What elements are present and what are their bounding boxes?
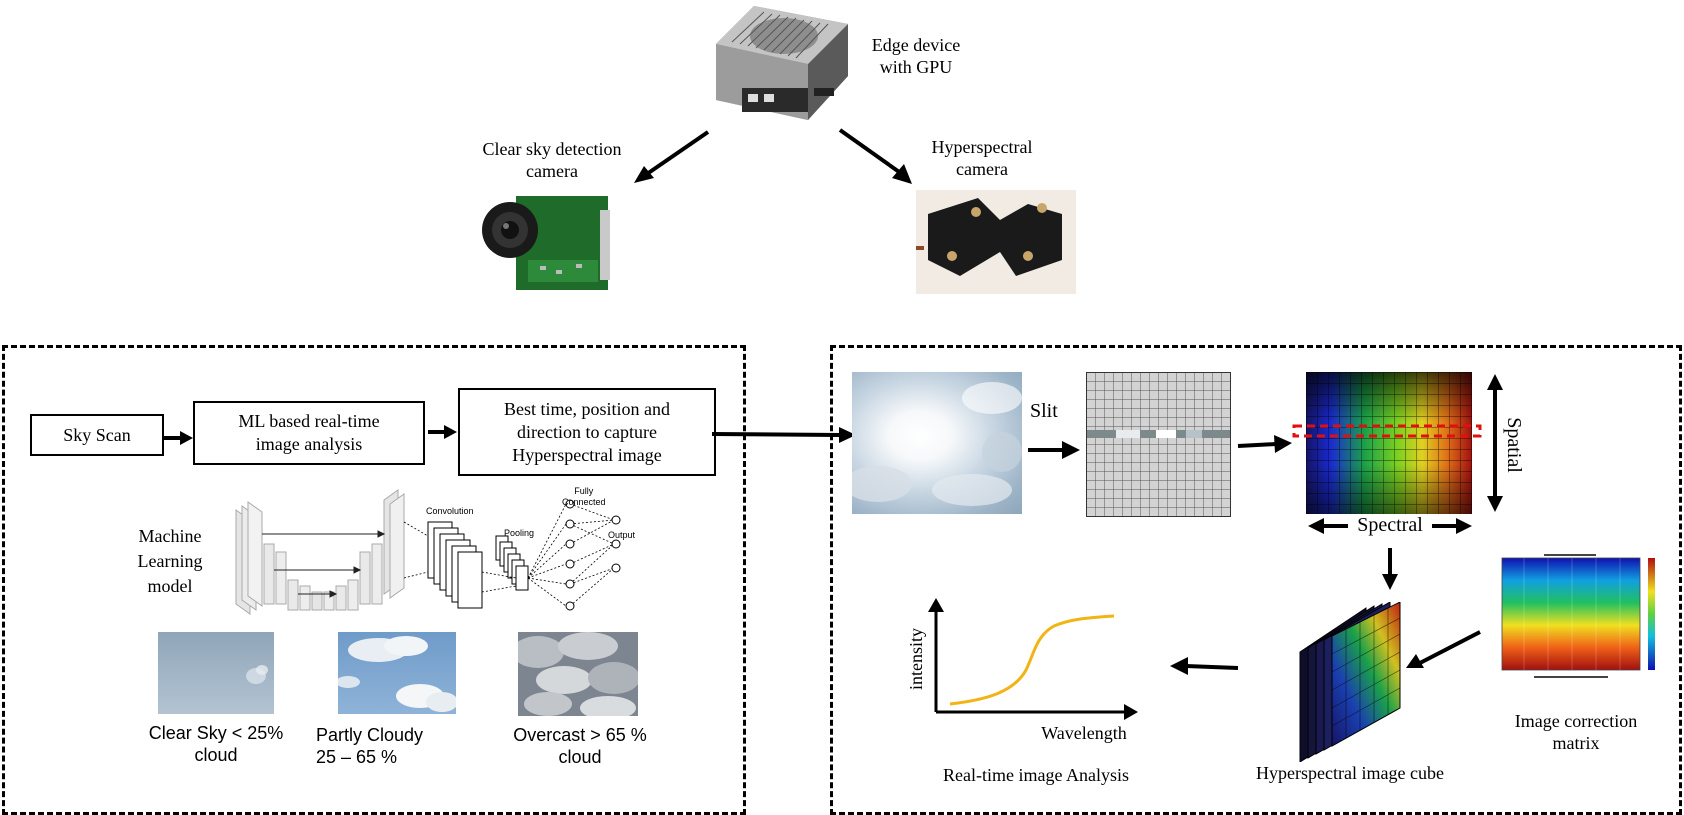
hyperspectral-cube-image: [1299, 602, 1401, 762]
sky-scan-box: Sky Scan: [30, 414, 164, 456]
wavelength-label: Wavelength: [1041, 723, 1127, 743]
best-time-label: Best time, position and direction to cap…: [504, 398, 670, 465]
edge-device-image: [712, 4, 850, 142]
analysis-plot: [928, 598, 1138, 720]
hyperspectral-camera-image: [916, 190, 1076, 294]
arrow-to-hyperspectral-camera: [838, 128, 912, 184]
spatial-arrow: [1487, 374, 1503, 512]
arrow-to-sky-image: [712, 427, 856, 443]
ml-model-label: Machine Learning model: [137, 526, 203, 596]
spectral-slit-highlight: [1292, 424, 1482, 438]
clear-sky-camera-image: [480, 190, 616, 294]
arrow-correction-to-cube: [1406, 630, 1481, 668]
clear-sky-image: [158, 632, 274, 714]
partly-cloudy-label: Partly Cloudy 25 – 65 %: [316, 725, 424, 767]
intensity-label: intensity: [906, 628, 926, 690]
ml-analysis-box: ML based real-time image analysis: [193, 401, 425, 465]
arrow-cube-to-analysis: [1170, 657, 1239, 675]
ml-analysis-label: ML based real-time image analysis: [238, 411, 380, 454]
best-time-box: Best time, position and direction to cap…: [458, 388, 716, 476]
spectral-label: Spectral: [1357, 514, 1423, 536]
edge-device-label: Edge device with GPU: [871, 35, 961, 77]
cnn-output-label: Output: [608, 530, 636, 540]
sky-capture-image: [844, 372, 1022, 514]
spectral-image: [1306, 372, 1472, 514]
correction-label: Image correction matrix: [1514, 711, 1638, 753]
correction-matrix-image: [1501, 554, 1655, 678]
arrow-spectral-to-cube: [1382, 548, 1398, 590]
cube-label: Hyperspectral image cube: [1256, 763, 1444, 783]
overcast-label: Overcast > 65 % cloud: [513, 725, 647, 767]
arrow-to-clear-sky-camera: [634, 130, 710, 183]
clear-sky-label: Clear Sky < 25% cloud: [148, 723, 284, 765]
spectral-arrow: [1308, 518, 1472, 534]
arrow-ml-to-best-time: [428, 425, 457, 439]
cnn-pooling-label: Pooling: [504, 528, 535, 538]
arrow-grid-to-spectral: [1237, 435, 1292, 453]
clear-sky-camera-label: Clear sky detection camera: [482, 139, 622, 181]
hyperspectral-camera-label: Hyperspectral camera: [931, 137, 1033, 179]
cnn-diagram: [235, 489, 621, 615]
partly-cloudy-image: [336, 632, 458, 714]
cnn-convolution-label: Convolution: [426, 506, 474, 516]
slit-label: Slit: [1030, 400, 1058, 422]
arrow-scan-to-ml: [164, 431, 193, 445]
overcast-image: [512, 632, 640, 720]
arrow-slit-to-grid: [1028, 441, 1080, 459]
cnn-fully-connected-label: Fully Connected: [562, 486, 606, 507]
realtime-analysis-label: Real-time image Analysis: [943, 765, 1129, 785]
spatial-label: Spatial: [1503, 417, 1525, 473]
slit-grid-image: [1085, 371, 1232, 518]
